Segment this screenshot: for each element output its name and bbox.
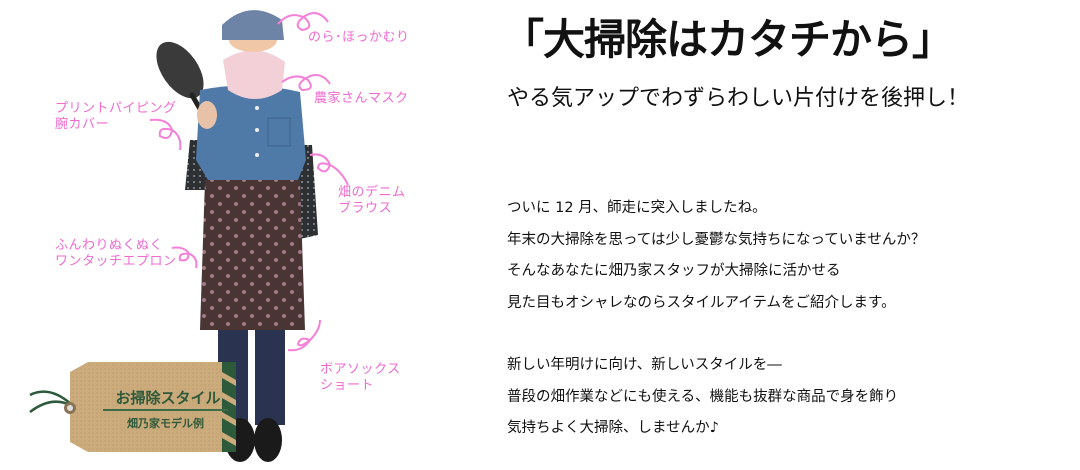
label-apron: ふんわりぬくぬく ワンタッチエプロン: [55, 238, 177, 269]
model-figure: [29, 10, 349, 462]
body-line: 普段の畑作業などにも使える、機能も抜群な商品で身を飾り: [507, 388, 899, 405]
label-blouse: 畑のデニム ブラウス: [338, 185, 406, 216]
body-line: 年末の大掃除を思っては少し憂鬱な気持ちになっていませんか？: [507, 231, 926, 248]
style-tag: お掃除スタイル 畑乃家モデル例: [58, 365, 236, 453]
page-title: 「大掃除はカタチから」: [502, 15, 954, 64]
label-hokkamuri: のら･ほっかむり: [308, 30, 410, 45]
curl-decorations: [149, 12, 349, 352]
tag-title: お掃除スタイル: [115, 389, 221, 407]
body-line: そんなあなたに畑乃家スタッフが大掃除に活かせる: [507, 263, 841, 279]
page-subtitle: やる気アップでわずらわしい片付けを後押し！: [507, 86, 970, 111]
intro-text: ついに 12 月、師走に突入しましたね。 年末の大掃除を思っては少し憂鬱な気持ち…: [507, 193, 925, 445]
label-arm-cover: プリントパイピング 腕カバー: [55, 101, 177, 132]
label-socks: ボアソックス ショート: [320, 362, 401, 393]
paragraph-gap: [507, 319, 925, 350]
label-mask: 農家さんマスク: [314, 91, 409, 106]
tag-divider: [103, 409, 228, 411]
tag-subtitle: 畑乃家モデル例: [127, 417, 204, 430]
body-line: ついに 12 月、師走に突入しましたね。: [507, 200, 767, 216]
body-line: 気持ちよく大掃除、しませんか♪: [507, 420, 719, 436]
body-line: 新しい年明けに向け、新しいスタイルを―: [507, 357, 782, 373]
body-line: 見た目もオシャレなのらスタイルアイテムをご紹介します。: [507, 294, 896, 311]
tag-card: [29, 362, 236, 452]
model-illustration: のら･ほっかむり 農家さんマスク プリントパイピング 腕カバー 畑のデニム ブラ…: [0, 0, 480, 470]
